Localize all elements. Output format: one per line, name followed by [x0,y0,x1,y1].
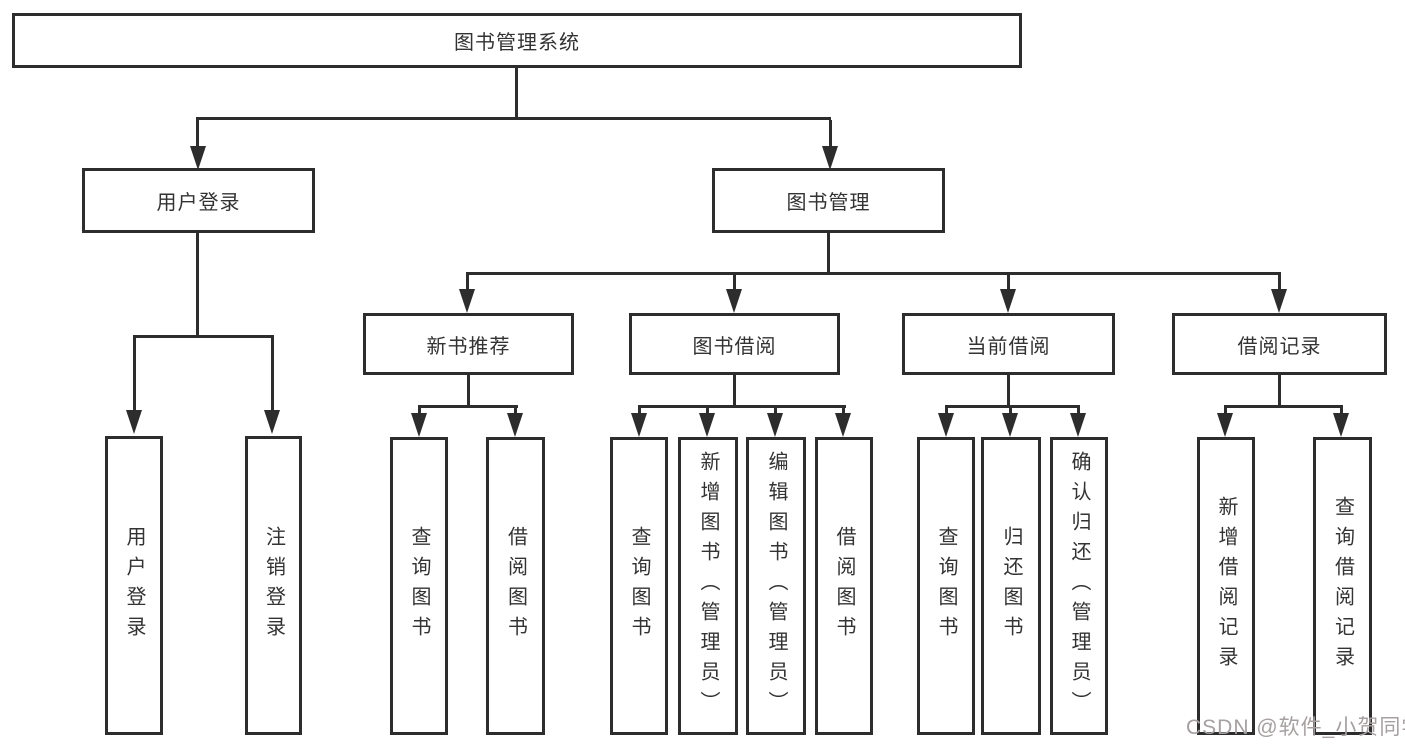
edge-to-book-borrow-stem [733,275,736,291]
edge-to-bb-edit-stem [774,408,777,415]
edge-to-cb-query-stem [945,408,948,415]
node-login: 用户登录 [105,436,163,735]
arrowhead-to-user-login [190,146,206,170]
edge-book-borrow-stem [733,375,736,408]
arrowhead-to-rec-query [411,413,427,437]
arrowhead-to-login [126,410,142,434]
node-book-mgmt-label: 图书管理 [786,192,871,214]
node-cb-query-books-label: 查询图书 [935,526,957,646]
node-rec-query-books-label: 查询图书 [408,526,430,646]
arrowhead-to-logout [264,410,280,434]
node-logout-label: 注销登录 [262,525,285,646]
node-book-mgmt: 图书管理 [712,168,945,233]
node-login-label: 用户登录 [123,525,145,646]
node-logout: 注销登录 [245,436,302,735]
arrowhead-to-cb-return [1002,413,1018,437]
node-rec-borrow-books-label: 借阅图书 [504,526,527,646]
node-rec-query-books: 查询图书 [390,437,448,735]
node-cb-return-books: 归还图书 [981,437,1041,735]
arrowhead-to-bb-edit [767,413,783,437]
node-cb-query-books: 查询图书 [917,437,975,735]
node-bb-query-books-label: 查询图书 [628,526,650,646]
edge-to-current-borrow-stem [1007,275,1010,291]
arrowhead-to-bb-query [631,413,647,437]
edge-to-bb-borrow-stem [842,408,845,415]
arrowhead-to-current-borrow [1000,289,1016,313]
edge-to-logout-stem [271,338,274,412]
node-br-add-record-label: 新增借阅记录 [1215,496,1237,676]
edge-borrow-records-stem [1278,375,1281,408]
node-new-book-rec: 新书推荐 [363,313,574,375]
edge-to-login-stem [133,338,136,412]
node-rec-borrow-books: 借阅图书 [486,437,545,735]
node-root: 图书管理系统 [12,13,1022,68]
edge-to-rec-query-stem [418,408,421,415]
arrowhead-to-rec-borrow [507,413,523,437]
edge-current-borrow-hline [945,405,1080,408]
arrowhead-to-bb-add [699,413,715,437]
node-borrow-records-label: 借阅记录 [1237,335,1322,358]
edge-to-bb-add-stem [706,408,709,415]
edge-new-book-rec-hline [418,405,518,408]
node-current-borrow: 当前借阅 [902,313,1115,375]
arrowhead-to-book-borrow [726,289,742,313]
edge-book-mgmt-stem [827,233,830,275]
node-cb-confirm-return-label: 确认归还（管理员） [1068,451,1090,721]
edge-to-new-book-rec-stem [466,275,469,291]
node-bb-add-books-label: 新增图书（管理员） [697,451,719,721]
node-br-add-record: 新增借阅记录 [1197,437,1255,735]
edge-to-cb-return-stem [1009,408,1012,415]
arrowhead-to-br-query [1333,413,1349,437]
edge-borrow-records-hline [1224,405,1343,408]
node-bb-borrow-books-label: 借阅图书 [833,526,855,646]
edge-book-borrow-hline [638,405,846,408]
csdn-watermark: CSDN @软件_小贺同学 [1186,716,1405,739]
node-bb-query-books: 查询图书 [610,437,668,735]
node-bb-edit-books: 编辑图书（管理员） [746,437,806,735]
edge-new-book-rec-stem [467,375,470,408]
edge-user-login-hline [133,335,274,338]
edge-root-stem [515,68,518,118]
node-current-borrow-label: 当前借阅 [966,335,1051,358]
node-br-query-record-label: 查询借阅记录 [1331,496,1354,676]
edge-to-book-mgmt-stem [829,120,832,148]
arrowhead-to-cb-confirm [1070,413,1086,437]
edge-user-login-stem [196,233,199,338]
arrowhead-to-new-book-rec [459,289,475,313]
arrowhead-to-cb-query [938,413,954,437]
edge-to-cb-confirm-stem [1077,408,1080,415]
edge-root-hline [196,117,831,120]
node-root-label: 图书管理系统 [454,32,580,54]
edge-current-borrow-stem [1007,375,1010,408]
node-borrow-records: 借阅记录 [1172,313,1387,375]
arrowhead-to-borrow-records [1271,289,1287,313]
edge-to-br-query-stem [1340,408,1343,415]
node-book-borrow: 图书借阅 [629,313,840,375]
arrowhead-to-book-mgmt [822,146,838,170]
node-cb-return-books-label: 归还图书 [1000,526,1022,646]
node-br-query-record: 查询借阅记录 [1313,437,1372,735]
edge-book-mgmt-hline [466,272,1281,275]
edge-to-br-add-stem [1224,408,1227,415]
arrowhead-to-br-add [1217,413,1233,437]
node-bb-borrow-books: 借阅图书 [815,437,873,735]
edge-to-bb-query-stem [638,408,641,415]
node-bb-add-books: 新增图书（管理员） [678,437,738,735]
node-user-login-label: 用户登录 [156,192,241,214]
arrowhead-to-bb-borrow [835,413,851,437]
edge-to-borrow-records-stem [1278,275,1281,291]
node-new-book-rec-label: 新书推荐 [426,335,511,358]
node-user-login: 用户登录 [82,168,315,233]
edge-to-user-login-stem [196,120,199,148]
edge-to-rec-borrow-stem [514,408,517,415]
node-cb-confirm-return: 确认归还（管理员） [1050,437,1108,735]
node-bb-edit-books-label: 编辑图书（管理员） [765,451,787,721]
node-book-borrow-label: 图书借阅 [692,335,777,358]
